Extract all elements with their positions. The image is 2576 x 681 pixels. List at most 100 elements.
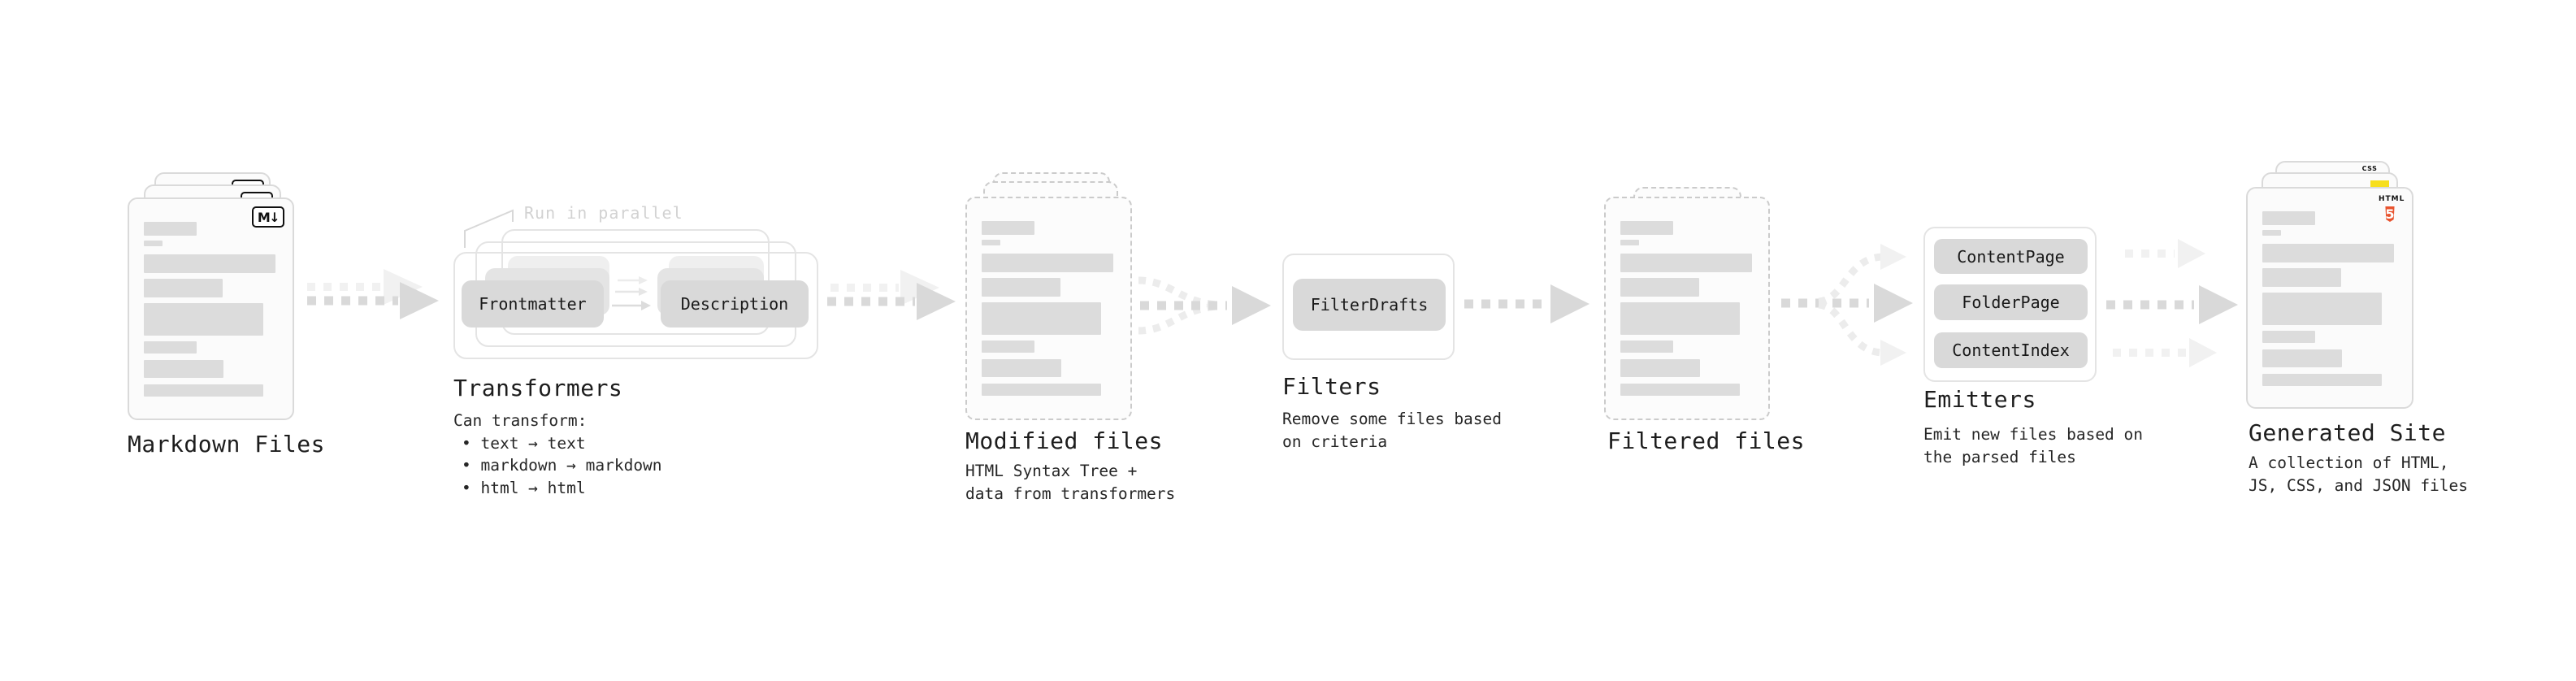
placeholder-bar: [2262, 293, 2382, 325]
description-line: A collection of HTML,: [2249, 453, 2449, 472]
frontmatter-box: Frontmatter: [462, 280, 604, 327]
arrow-head: [1880, 340, 1906, 366]
placeholder-bar: [2262, 211, 2315, 225]
arrow-emitters-to-generated: [2106, 239, 2238, 367]
arrow-shaft: [1818, 301, 1883, 357]
document-content-placeholder: [2262, 211, 2394, 386]
stage-title-markdown-files: Markdown Files: [128, 431, 326, 458]
placeholder-bar: [2262, 374, 2382, 386]
arrow-head: [2189, 338, 2217, 367]
markdown-file-card: M↓: [128, 197, 294, 420]
placeholder-bar: [982, 384, 1101, 396]
emitters-container: ContentPage FolderPage ContentIndex: [1923, 227, 2097, 382]
contentpage-box: ContentPage: [1934, 239, 2088, 274]
description-line: on criteria: [1282, 432, 1388, 451]
html5-icon-shield: 5: [2385, 206, 2395, 222]
placeholder-bar: [144, 254, 275, 273]
arrow-head: [2199, 285, 2238, 324]
generated-site-description: A collection of HTML, JS, CSS, and JSON …: [2249, 452, 2468, 497]
placeholder-bar: [144, 222, 197, 236]
placeholder-bar: [2262, 244, 2394, 262]
placeholder-bar: [1620, 359, 1700, 377]
stage-title-filters: Filters: [1282, 373, 1381, 400]
stage-title-emitters: Emitters: [1923, 386, 2036, 413]
description-line: data from transformers: [965, 484, 1176, 503]
document-content-placeholder: [1620, 221, 1752, 396]
modified-file-card: [965, 197, 1132, 420]
filtered-file-card: [1604, 197, 1770, 420]
placeholder-bar: [982, 278, 1060, 297]
placeholder-bar: [144, 279, 223, 297]
document-content-placeholder: [144, 222, 275, 397]
placeholder-bar: [1620, 384, 1740, 396]
folderpage-box: FolderPage: [1934, 284, 2088, 320]
arrow-head: [2178, 239, 2205, 268]
arrow-modified-to-filters: [1138, 276, 1271, 335]
placeholder-bar: [1620, 278, 1699, 297]
arrow-filters-to-filtered: [1464, 284, 1589, 323]
arrow-head: [900, 270, 939, 306]
placeholder-bar: [144, 241, 163, 246]
site-file-card: HTML 5: [2246, 187, 2413, 409]
stage-title-modified-files: Modified files: [965, 427, 1164, 454]
arrow-shaft: [1818, 253, 1883, 306]
transform-bullet: • html → html: [462, 478, 586, 497]
contentindex-box: ContentIndex: [1934, 332, 2088, 368]
run-in-parallel-note: Run in parallel: [524, 203, 683, 223]
placeholder-bar: [144, 384, 263, 397]
placeholder-bar: [144, 341, 197, 354]
placeholder-bar: [1620, 221, 1673, 235]
modified-files-description: HTML Syntax Tree + data from transformer…: [965, 460, 1175, 505]
transformers-subtitle: Can transform:: [453, 411, 588, 430]
arrow-head: [1232, 286, 1271, 325]
description-line: JS, CSS, and JSON files: [2249, 475, 2469, 495]
css-icon-label: CSS: [2361, 165, 2378, 172]
description-box: Description: [661, 280, 809, 327]
filters-container: FilterDrafts: [1282, 254, 1455, 360]
markdown-icon: M↓: [252, 206, 284, 228]
placeholder-bar: [2262, 331, 2315, 343]
description-line: Emit new files based on: [1923, 425, 2144, 444]
description-line: HTML Syntax Tree +: [965, 462, 1138, 480]
arrow-head: [1550, 284, 1589, 323]
placeholder-bar: [2262, 268, 2341, 287]
placeholder-bar: [1620, 254, 1752, 272]
arrow-head: [384, 269, 423, 305]
document-content-placeholder: [982, 221, 1113, 396]
description-line: the parsed files: [1923, 447, 2076, 466]
description-line: Remove some files based: [1282, 410, 1503, 428]
arrow-head: [917, 283, 956, 320]
arrow-head: [1874, 284, 1913, 323]
placeholder-bar: [982, 340, 1034, 353]
html5-icon: HTML 5: [2379, 195, 2405, 225]
placeholder-bar: [1620, 302, 1740, 335]
placeholder-bar: [982, 240, 1000, 245]
arrow-shaft: [1138, 276, 1218, 309]
arrow-head: [1880, 244, 1906, 270]
placeholder-bar: [2262, 230, 2281, 236]
arrow-filtered-to-emitters: [1781, 244, 1913, 366]
arrow-markdown-to-transformers: [307, 269, 439, 319]
transformer-layer-front: [453, 252, 818, 359]
placeholder-bar: [982, 359, 1061, 377]
transform-bullet: • markdown → markdown: [462, 456, 662, 475]
placeholder-bar: [982, 221, 1034, 235]
placeholder-bar: [982, 254, 1113, 272]
stage-title-filtered-files: Filtered files: [1607, 427, 1806, 454]
filterdrafts-box: FilterDrafts: [1293, 279, 1446, 331]
transformers-description: Can transform: • text → text • markdown …: [453, 410, 662, 499]
placeholder-bar: [982, 302, 1101, 335]
stage-title-generated-site: Generated Site: [2249, 419, 2447, 446]
arrow-transformers-to-modified: [827, 270, 956, 320]
emitters-description: Emit new files based on the parsed files: [1923, 423, 2143, 468]
arrow-head: [400, 282, 439, 319]
stage-title-transformers: Transformers: [453, 375, 623, 401]
placeholder-bar: [144, 303, 263, 336]
transform-bullet: • text → text: [462, 433, 586, 453]
placeholder-bar: [144, 360, 223, 378]
html5-icon-word: HTML: [2379, 195, 2405, 203]
placeholder-bar: [2262, 349, 2342, 367]
placeholder-bar: [1620, 340, 1673, 353]
arrow-shaft: [1138, 302, 1218, 335]
